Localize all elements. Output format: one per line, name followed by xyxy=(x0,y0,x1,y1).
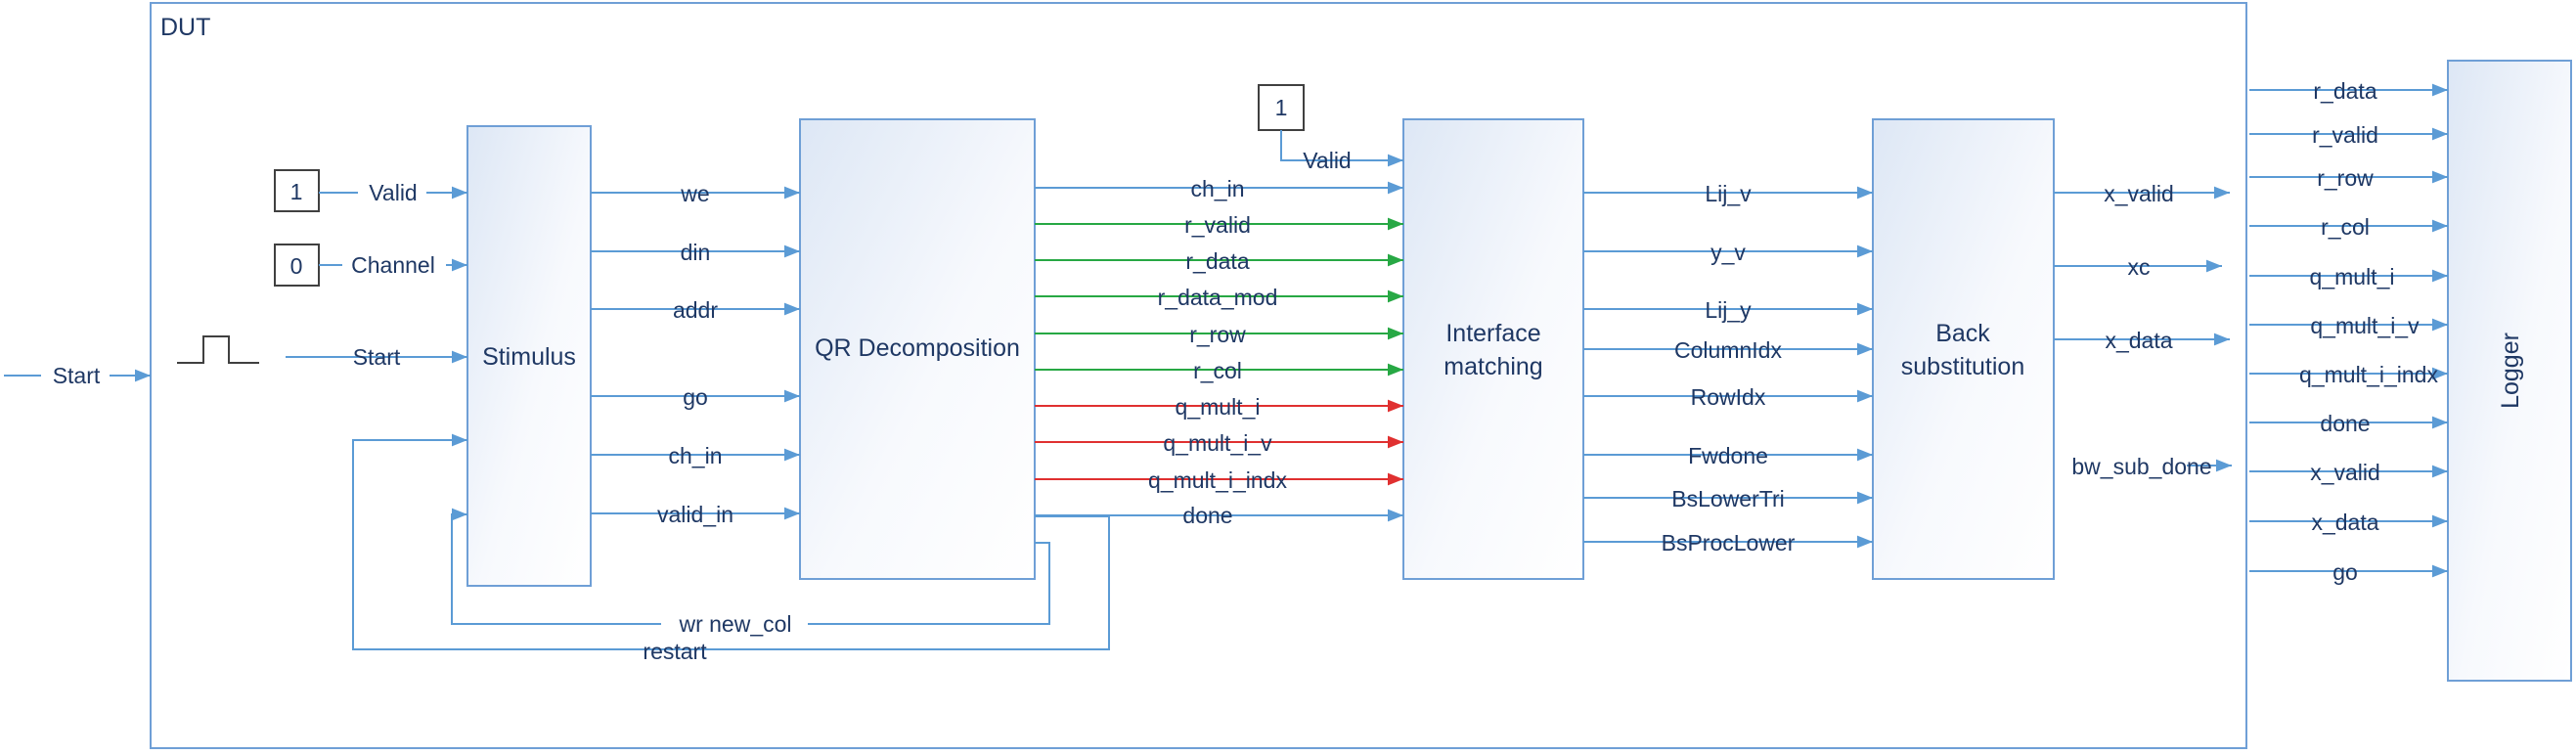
logger-in-done: done xyxy=(2320,411,2370,436)
interface-matching-label-line2: matching xyxy=(1443,353,1542,380)
interface-backsub-wires xyxy=(1583,186,1873,549)
signal-go: go xyxy=(683,384,708,410)
qr-signal-q-mult-i: q_mult_i xyxy=(1176,394,1261,420)
qr-signal-done: done xyxy=(1182,503,1232,528)
start-internal-label: Start xyxy=(353,344,401,370)
output-x-valid: x_valid xyxy=(2104,181,2174,206)
start-external-label-bg xyxy=(41,360,110,391)
stimulus-label: Stimulus xyxy=(482,343,576,371)
qr-signal-r-valid: r_valid xyxy=(1184,212,1251,238)
qr-interface-wires xyxy=(1035,181,1403,522)
logger-in-go: go xyxy=(2332,559,2358,585)
logger-in-r-col: r_col xyxy=(2321,214,2370,240)
signal-lij-v: Lij_v xyxy=(1705,181,1752,206)
logger-in-x-data: x_data xyxy=(2311,510,2378,535)
back-substitution-block xyxy=(1872,118,2055,580)
qr-signal-r-col: r_col xyxy=(1193,358,1242,383)
valid-label-bg xyxy=(358,178,426,207)
backsub-output-labels: x_valid xc x_data bw_sub_done xyxy=(2071,181,2211,479)
interface-valid-const-box xyxy=(1258,84,1305,131)
interface-valid-wire xyxy=(1280,130,1403,167)
logger-in-x-valid: x_valid xyxy=(2310,460,2380,485)
signal-addr: addr xyxy=(673,297,718,323)
qr-signal-r-data-mod: r_data_mod xyxy=(1158,285,1278,310)
logger-label: Logger xyxy=(2497,333,2524,409)
stimulus-qr-wires xyxy=(591,186,800,520)
channel-const-value: 0 xyxy=(290,253,303,279)
qr-signal-ch-in: ch_in xyxy=(1191,176,1245,201)
start-external-label: Start xyxy=(53,363,101,388)
interface-backsub-labels: Lij_v y_v Lij_y ColumnIdx RowIdx Fwdone … xyxy=(1662,181,1796,555)
signal-columnidx: ColumnIdx xyxy=(1674,337,1782,363)
logger-in-q-mult-i: q_mult_i xyxy=(2310,264,2395,289)
valid-const-box xyxy=(274,169,320,212)
valid-const-value: 1 xyxy=(290,179,303,204)
interface-matching-label-line1: Interface xyxy=(1445,320,1540,347)
dut-title: DUT xyxy=(160,14,210,41)
qr-decomposition-block xyxy=(799,118,1036,580)
output-bw-sub-done: bw_sub_done xyxy=(2071,454,2211,479)
logger-in-q-mult-i-indx: q_mult_i_indx xyxy=(2299,362,2438,387)
interface-matching-block xyxy=(1402,118,1584,580)
signal-rowidx: RowIdx xyxy=(1691,384,1766,410)
logger-input-wires xyxy=(2249,83,2448,578)
back-substitution-label-line1: Back xyxy=(1935,320,1990,347)
signal-bsproclower: BsProcLower xyxy=(1662,530,1796,555)
back-substitution-label-line2: substitution xyxy=(1901,353,2024,380)
logger-in-q-mult-i-v: q_mult_i_v xyxy=(2310,313,2420,338)
restart-label: restart xyxy=(643,639,707,664)
output-x-data: x_data xyxy=(2105,328,2172,353)
interface-valid-const-value: 1 xyxy=(1275,95,1288,120)
logger-in-r-valid: r_valid xyxy=(2312,122,2378,148)
logger-input-labels: r_data r_valid r_row r_col q_mult_i q_mu… xyxy=(2299,78,2438,585)
qr-signal-q-mult-i-indx: q_mult_i_indx xyxy=(1148,467,1287,493)
channel-const-box xyxy=(274,244,320,287)
output-xc: xc xyxy=(2128,254,2151,280)
signal-we: we xyxy=(680,181,709,206)
wr-new-col-label: wr new_col xyxy=(678,611,791,637)
channel-label-bg xyxy=(342,250,446,280)
signal-ch-in: ch_in xyxy=(669,443,723,468)
signal-din: din xyxy=(681,240,711,265)
qr-interface-labels: ch_in r_valid r_data r_data_mod r_row r_… xyxy=(1148,176,1287,528)
signal-y-v: y_v xyxy=(1710,240,1746,265)
logger-in-r-data: r_data xyxy=(2313,78,2376,104)
pulse-icon xyxy=(177,335,259,364)
signal-lij-y: Lij_y xyxy=(1705,297,1752,323)
signal-valid-in: valid_in xyxy=(657,502,733,527)
wr-new-col-label-bg xyxy=(661,611,808,637)
interface-valid-label: Valid xyxy=(1303,148,1351,173)
qr-decomposition-label: QR Decomposition xyxy=(815,334,1020,362)
signal-bslowertri: BsLowerTri xyxy=(1671,486,1784,511)
logger-in-r-row: r_row xyxy=(2317,165,2374,191)
qr-signal-q-mult-i-v: q_mult_i_v xyxy=(1163,430,1272,456)
qr-signal-r-data: r_data xyxy=(1185,248,1249,274)
qr-signal-r-row: r_row xyxy=(1189,322,1246,347)
logger-block xyxy=(2447,60,2572,682)
channel-label: Channel xyxy=(351,252,435,278)
stimulus-qr-labels: we din addr go ch_in valid_in xyxy=(657,181,733,527)
valid-label: Valid xyxy=(369,180,417,205)
signal-fwdone: Fwdone xyxy=(1688,443,1768,468)
backsub-output-wires xyxy=(2054,186,2232,472)
stimulus-block xyxy=(466,125,592,587)
